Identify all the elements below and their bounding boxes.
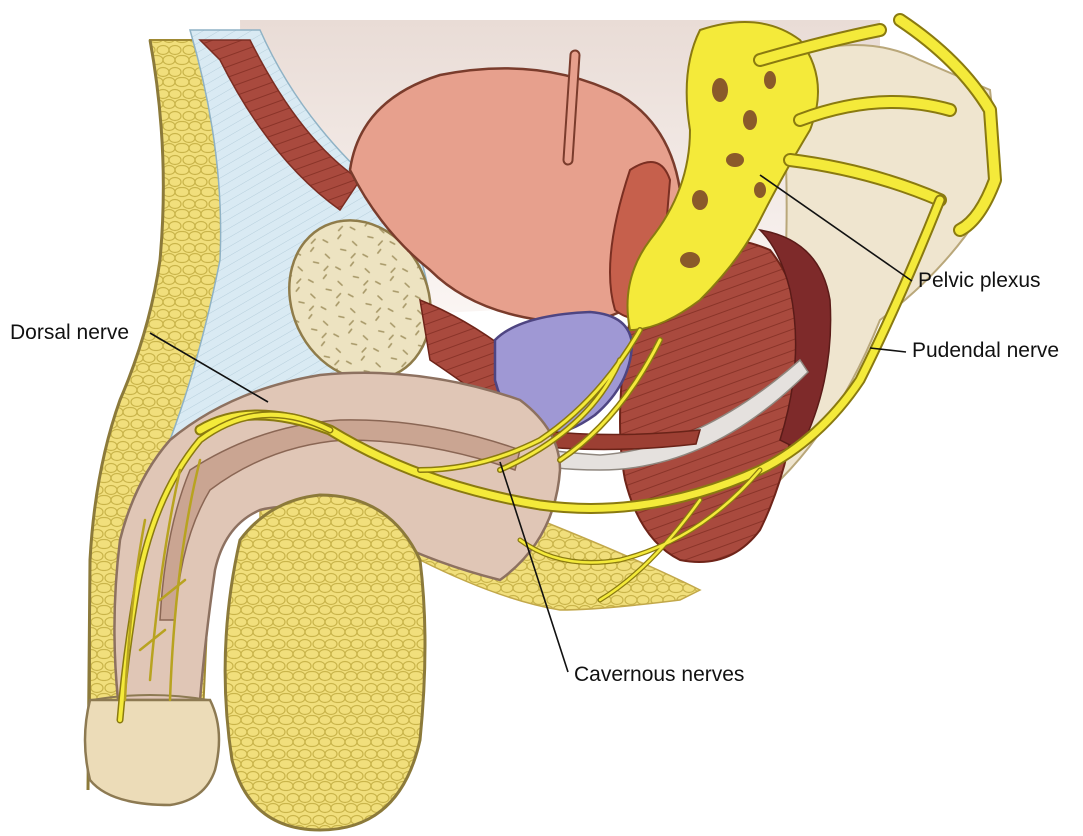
label-dorsal-nerve: Dorsal nerve <box>10 322 129 343</box>
scrotum <box>225 495 425 830</box>
label-cavernous-nerves: Cavernous nerves <box>574 664 744 685</box>
label-pelvic-plexus: Pelvic plexus <box>918 270 1041 291</box>
glans <box>85 700 219 805</box>
label-pudendal-nerve: Pudendal nerve <box>912 340 1059 361</box>
